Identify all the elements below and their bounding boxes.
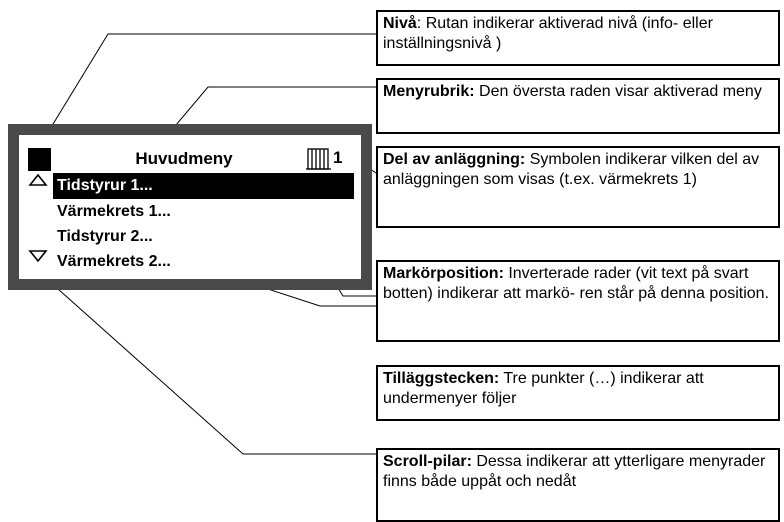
callout-level-text: : Rutan indikerar aktiverad nivå (info- … <box>383 15 713 52</box>
leader-scroll <box>29 263 376 455</box>
callout-cursor-text: Inverterade rader (vit text på svart bot… <box>383 265 769 302</box>
callout-suffix-term: Tilläggstecken: <box>383 370 500 387</box>
display-frame: Huvudmeny 1 Tidstyrur 1... Värmekrets 1.… <box>8 124 372 290</box>
callout-plant-part-term: Del av anläggning: <box>383 151 526 168</box>
menu-row-4[interactable]: Värmekrets 2... <box>57 253 171 270</box>
scroll-up-arrow-icon <box>28 173 48 186</box>
callout-scroll-term: Scroll-pilar: <box>383 453 472 470</box>
callout-suffix: Tilläggstecken: Tre punkter (…) indikera… <box>376 365 780 421</box>
level-indicator <box>28 148 51 171</box>
menu-title: Huvudmeny <box>135 149 233 168</box>
leader-level <box>35 33 376 153</box>
display-screen: Huvudmeny 1 Tidstyrur 1... Värmekrets 1.… <box>19 135 361 279</box>
scroll-down-arrow-icon <box>28 250 48 263</box>
radiator-icon <box>306 148 331 170</box>
menu-row-3[interactable]: Tidstyrur 2... <box>57 228 153 245</box>
callout-plant-part-text: Symbolen indikerar vilken del av anläggn… <box>383 151 760 188</box>
callout-cursor-term: Markörposition: <box>383 265 504 282</box>
callout-level: Nivå: Rutan indikerar aktiverad nivå (in… <box>376 10 780 66</box>
callout-suffix-text: Tre punkter (…) indikerar att undermenye… <box>383 370 704 407</box>
callout-menu-title: Menyrubrik: Den översta raden visar akti… <box>376 78 780 134</box>
callout-scroll-text: Dessa indikerar att ytterligare menyrade… <box>383 453 766 490</box>
callout-level-term: Nivå <box>383 15 417 32</box>
callout-scroll: Scroll-pilar: Dessa indikerar att ytterl… <box>376 448 780 522</box>
callout-cursor: Markörposition: Inverterade rader (vit t… <box>376 260 780 342</box>
callout-menu-title-text: Den översta raden visar aktiverad meny <box>474 83 762 100</box>
menu-row-1[interactable]: Tidstyrur 1... <box>53 173 354 199</box>
callout-menu-title-term: Menyrubrik: <box>383 83 475 100</box>
menu-row-2[interactable]: Värmekrets 1... <box>57 203 171 220</box>
plant-part-number: 1 <box>333 148 343 167</box>
callout-plant-part: Del av anläggning: Symbolen indikerar vi… <box>376 146 780 228</box>
